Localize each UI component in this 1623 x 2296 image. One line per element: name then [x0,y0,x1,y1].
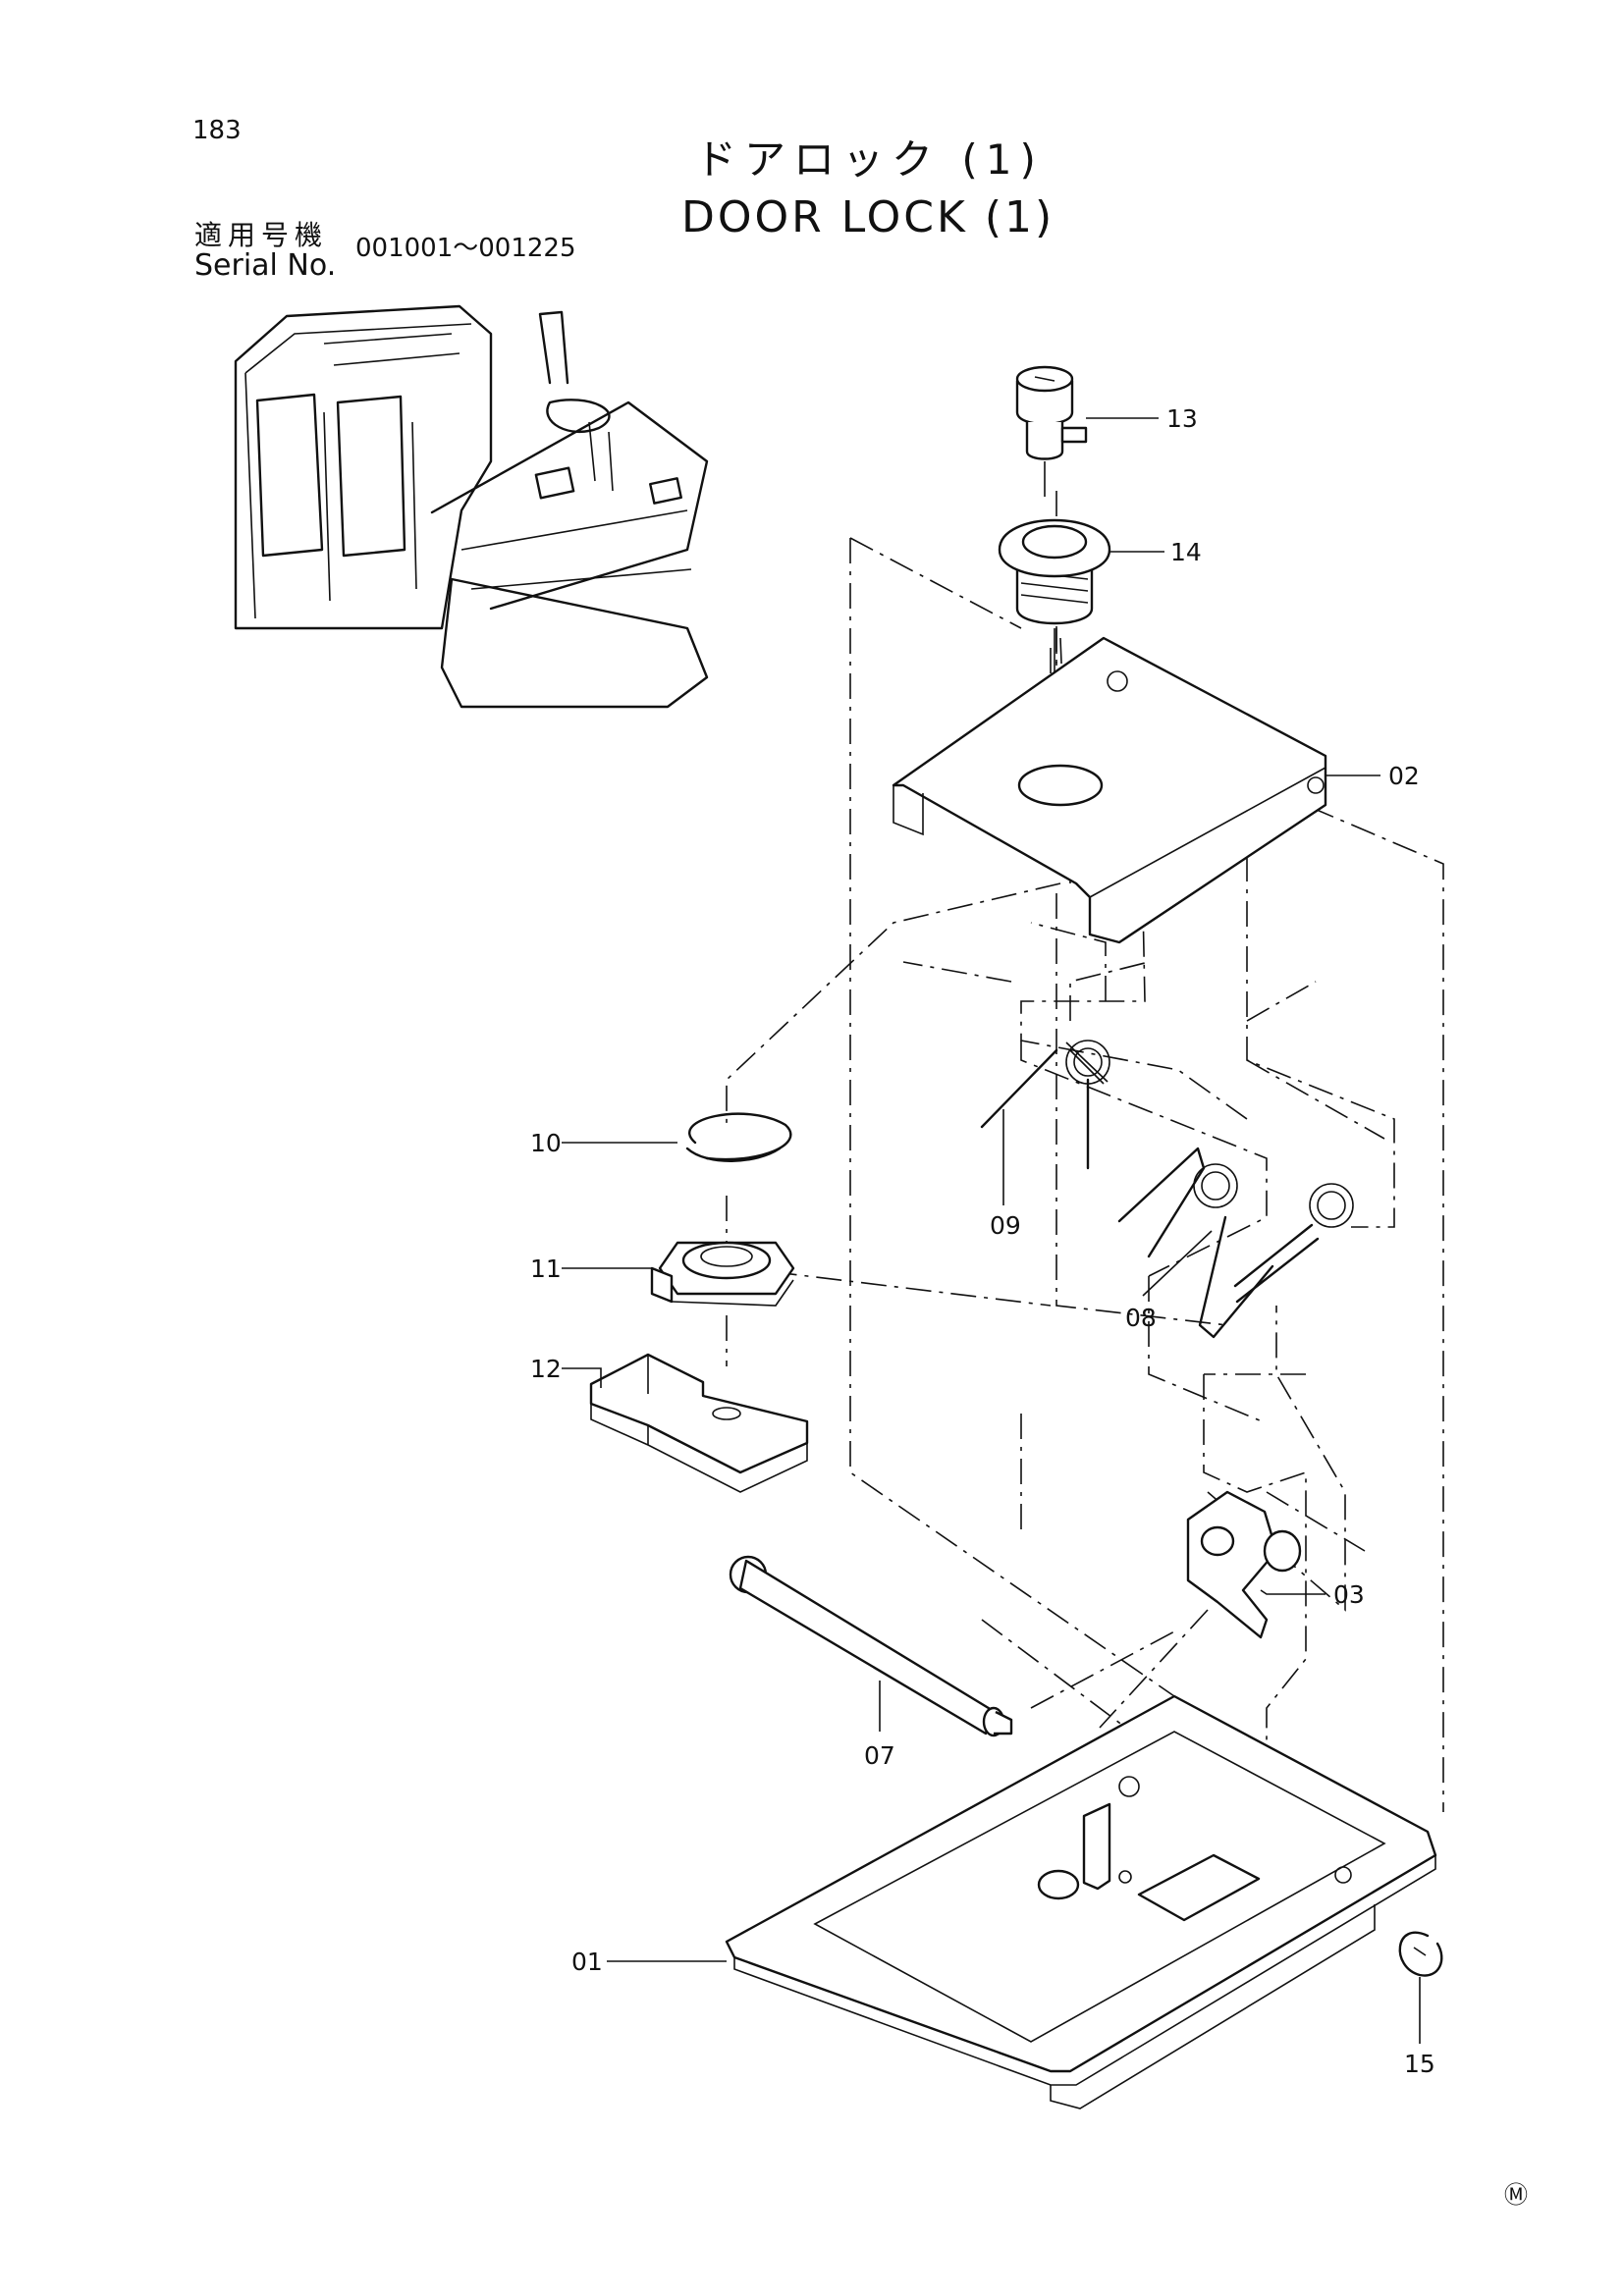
callout-01: 01 [571,1948,603,1976]
callout-03: 03 [1333,1580,1365,1609]
callout-14: 12 [530,1355,562,1383]
excavator-thumbnail [236,306,707,707]
callout-02: 02 [1388,762,1420,790]
callout-leader-lines [562,418,1420,2044]
callout-12: 10 [530,1129,562,1157]
callout-13: 11 [530,1255,562,1283]
part-13-hex-nut [652,1243,793,1306]
part-15-e-ring [1400,1933,1442,1976]
part-08-spring [1119,1148,1272,1337]
part-09-spring [982,1041,1109,1168]
title-english: DOOR LOCK (1) [681,192,1055,242]
callout-15: 15 [1404,2050,1435,2078]
callout-09: 09 [990,1211,1021,1240]
serial-range: 001001～001225 [355,234,576,263]
callout-07: 07 [864,1741,895,1770]
part-07-pin [730,1557,1011,1735]
m-mark: Ⓜ [1504,2181,1528,2209]
callout-10: 13 [1166,404,1198,433]
title-japanese: ドアロック (1) [695,135,1044,184]
part-14-plate [591,1355,807,1492]
part-02-bracket [893,638,1325,942]
part-03-latch [1188,1492,1300,1637]
callout-08: 08 [1125,1304,1157,1332]
serial-label-japanese: 適用号機 [194,219,329,251]
serial-label-english: Serial No. [194,248,337,283]
part-12-snap-ring [687,1114,790,1161]
part-spring-third [1235,1184,1353,1302]
part-01-base-plate [727,1696,1435,2109]
part-11-bushing [1000,520,1109,775]
callout-11: 14 [1170,538,1202,566]
part-10-lock-cylinder [1017,367,1086,497]
page-number: 183 [192,116,242,145]
